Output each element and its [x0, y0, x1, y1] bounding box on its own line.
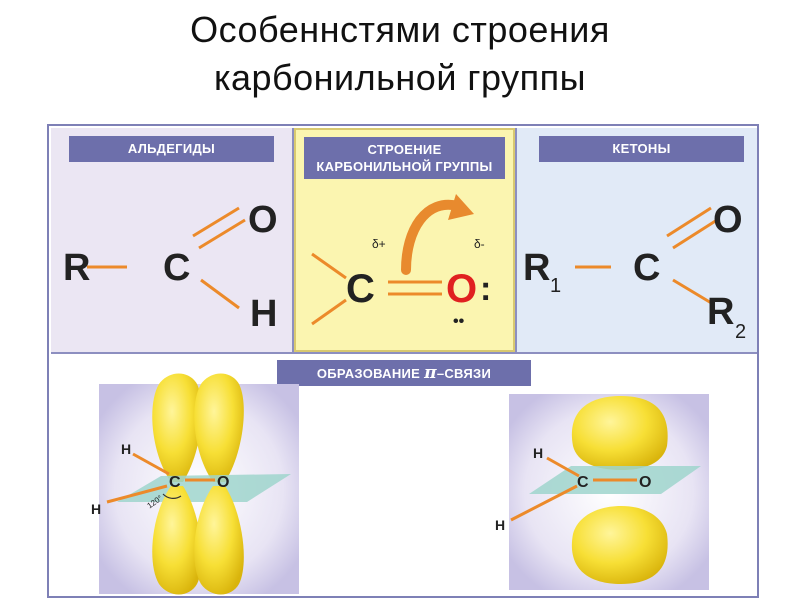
pi-bond-panel: ОБРАЗОВАНИЕ π–СВЯЗИ [51, 354, 757, 596]
atom-r1-subscript: 1 [550, 275, 561, 297]
left-atom-h-top: H [121, 441, 131, 457]
pi-bond-label: ОБРАЗОВАНИЕ π–СВЯЗИ [277, 360, 531, 386]
p-orbital-carbon-upper [152, 373, 202, 482]
carbonyl-board: АЛЬДЕГИДЫ R C O H СТРОЕНИЕ КАРБОНИЛЬНОЙ … [47, 124, 759, 598]
divider-left [292, 128, 294, 352]
oxygen-lone-pair-bottom: •• [453, 313, 465, 330]
electron-shift-arrowhead [448, 194, 474, 220]
molecular-plane-left [117, 474, 291, 502]
charge-delta-plus: δ+ [372, 237, 386, 251]
divider-right [515, 128, 517, 352]
atom-c: C [633, 247, 660, 289]
c-r2-bond [672, 278, 714, 306]
c-o-double-bond-2 [672, 218, 718, 250]
ketones-label: КЕТОНЫ [539, 136, 744, 162]
atom-h: H [250, 293, 277, 335]
left-atom-h-bottom: H [91, 501, 101, 517]
atom-o: O [713, 199, 743, 241]
structure-label-line-2: КАРБОНИЛЬНОЙ ГРУППЫ [316, 159, 493, 174]
p-orbital-carbon-lower [152, 486, 202, 595]
pi-bond-orbital-diagrams: H H C O 120° H H C O [91, 373, 709, 595]
right-c-h-bond-top [546, 456, 580, 478]
pi-bond-label-suffix: –СВЯЗИ [436, 366, 492, 381]
atom-r2-subscript: 2 [735, 321, 746, 343]
right-c-h-bond-bottom [510, 484, 578, 522]
p-orbital-oxygen-upper [194, 373, 244, 482]
pi-cloud-upper [571, 396, 668, 470]
left-c-h-bond-top [132, 452, 170, 476]
c-o-double-bond-2 [198, 218, 246, 250]
carbonyl-structure-diagram: δ+ δ- C O : •• [311, 194, 491, 330]
bond-angle-arc [162, 493, 182, 499]
p-orbital-oxygen-lower [194, 486, 244, 595]
atom-c: C [163, 247, 190, 289]
pi-bond-model: H H C O [495, 394, 709, 590]
substituent-bond-bottom [311, 298, 347, 326]
right-atom-h-top: H [533, 445, 543, 461]
charge-delta-minus: δ- [474, 237, 485, 251]
right-atom-h-bottom: H [495, 517, 505, 533]
p-orbitals-model: H H C O 120° [91, 373, 299, 595]
left-c-h-bond-bottom [106, 484, 168, 504]
divider-horizontal [51, 352, 757, 354]
atom-r1: R [523, 247, 550, 289]
pi-bond-label-prefix: ОБРАЗОВАНИЕ [316, 366, 425, 381]
structure-label: СТРОЕНИЕ КАРБОНИЛЬНОЙ ГРУППЫ [304, 137, 505, 179]
aldehydes-panel: АЛЬДЕГИДЫ R C O H [51, 128, 292, 352]
pi-cloud-lower [571, 506, 668, 584]
right-atom-c: C [577, 474, 589, 491]
atom-o: O [446, 267, 477, 311]
electron-shift-arrow [401, 199, 463, 275]
c-o-double-bond-1 [666, 206, 712, 238]
atom-r2: R [707, 291, 734, 333]
structure-label-line-1: СТРОЕНИЕ [367, 142, 442, 157]
ketones-panel: КЕТОНЫ R 1 C O R 2 [517, 128, 757, 352]
atom-c: C [346, 267, 375, 311]
left-atom-o: O [217, 474, 229, 491]
slide-title: Особеннстями строения карбонильной групп… [0, 6, 800, 102]
atom-o: O [248, 199, 278, 241]
slide-title-line-2: карбонильной группы [213, 57, 587, 98]
right-atom-o: O [639, 474, 651, 491]
substituent-bond-top [311, 252, 347, 280]
structure-panel: СТРОЕНИЕ КАРБОНИЛЬНОЙ ГРУППЫ δ+ δ- C O :… [294, 128, 515, 352]
c-h-bond [200, 278, 240, 310]
oxygen-lone-pair-side: : [480, 270, 491, 308]
aldehyde-formula: R C O H [63, 199, 278, 335]
slide-title-line-1: Особеннстями строения [190, 9, 610, 50]
left-atom-c: C [169, 474, 181, 491]
pi-symbol: π [424, 363, 437, 383]
c-o-double-bond-1 [192, 206, 240, 238]
ketone-formula: R 1 C O R 2 [523, 199, 746, 343]
aldehydes-label: АЛЬДЕГИДЫ [69, 136, 274, 162]
atom-r: R [63, 247, 90, 289]
